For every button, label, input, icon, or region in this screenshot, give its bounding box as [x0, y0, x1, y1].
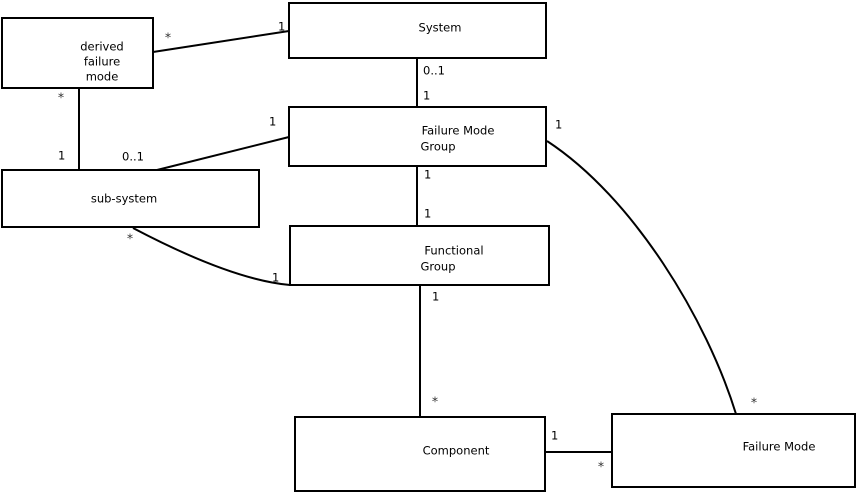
class-box-system[interactable] — [288, 2, 547, 59]
multiplicity-subsystem-fg-near-fg: 1 — [272, 271, 279, 285]
association-derived-failure-mode-system — [152, 30, 290, 53]
class-box-sub-system[interactable] — [1, 169, 260, 228]
class-box-failure-mode[interactable] — [611, 413, 856, 488]
multiplicity-system-fmg-near-fmg: 1 — [423, 89, 430, 103]
multiplicity-dfm-system-near-dfm: * — [165, 30, 171, 45]
multiplicity-subsystem-fg-near-subsystem: * — [127, 231, 133, 246]
multiplicity-component-failuremode-near-component: 1 — [551, 429, 558, 443]
multiplicity-dfm-subsystem-near-subsystem: 1 — [58, 149, 65, 163]
multiplicity-component-failuremode-near-failuremode: * — [598, 459, 604, 474]
class-label-failure-mode-group-line2: Group — [420, 140, 455, 154]
multiplicity-dfm-subsystem-near-dfm: * — [58, 90, 64, 105]
multiplicity-fg-component-near-component: * — [432, 394, 438, 409]
class-label-failure-mode-group-line1: Failure Mode — [422, 124, 495, 138]
class-label-sub-system: sub-system — [91, 192, 157, 206]
association-failure-mode-group-failure-mode — [546, 140, 737, 415]
multiplicity-subsystem-fmg-near-fmg: 1 — [269, 115, 276, 129]
multiplicity-system-fmg-near-system: 0..1 — [423, 64, 445, 78]
class-label-functional-group-line2: Group — [420, 260, 455, 274]
multiplicity-subsystem-fmg-near-subsystem: 0..1 — [122, 150, 144, 164]
association-sub-system-failure-mode-group — [156, 136, 290, 171]
class-label-functional-group-line1: Functional — [424, 244, 483, 258]
association-sub-system-functional-group — [132, 227, 291, 286]
class-box-derived-failure-mode[interactable] — [1, 17, 154, 89]
multiplicity-fmg-fg-near-fmg: 1 — [424, 168, 431, 182]
class-box-functional-group[interactable] — [289, 225, 550, 286]
class-box-failure-mode-group[interactable] — [288, 106, 547, 167]
multiplicity-fmg-fg-near-fg: 1 — [424, 207, 431, 221]
multiplicity-fmg-failuremode-near-fmg: 1 — [555, 118, 562, 132]
class-label-component: Component — [423, 444, 490, 458]
multiplicity-dfm-system-near-system: 1 — [278, 20, 285, 34]
class-box-component[interactable] — [294, 416, 546, 492]
multiplicity-fmg-failuremode-near-failuremode: * — [751, 395, 757, 410]
class-label-derived-failure-mode-line3: mode — [86, 70, 119, 84]
multiplicity-fg-component-near-fg: 1 — [432, 290, 439, 304]
class-label-system: System — [419, 21, 462, 35]
class-label-derived-failure-mode-line2: failure — [84, 55, 120, 69]
class-label-failure-mode: Failure Mode — [743, 440, 816, 454]
class-label-derived-failure-mode-line1: derived — [80, 40, 123, 54]
